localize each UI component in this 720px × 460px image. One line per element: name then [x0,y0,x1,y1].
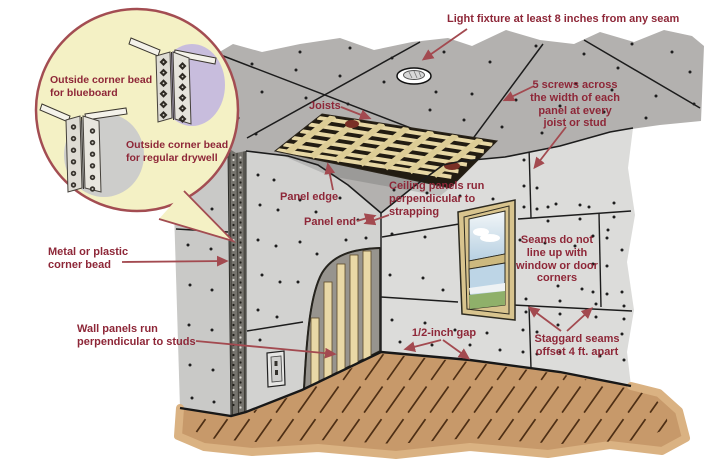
label-inset-regular-drywall: Outside corner bead for regular drywell [126,139,229,164]
label-joists: Joists [309,100,341,112]
arrow-gap-left [403,339,442,352]
inset-pointer-tail [158,190,237,243]
label-seams-window: Seams do not line up with window or door… [516,234,598,285]
outlet-box [266,350,286,388]
arrow-corner-bead [121,255,229,267]
wood-floor [174,350,690,459]
walls [172,128,635,417]
arrow-joists [340,106,372,120]
arrow-staggered-right [566,307,593,332]
label-inset-blueboard: Outside corner bead for blueboard [50,74,153,99]
screw-dots [186,42,696,404]
corner-bead-strip [227,148,247,417]
arrow-staggered-left [527,306,562,332]
blueboard-bead-illustration [128,37,225,126]
label-five-screws: 5 screws across the width of each panel … [530,79,620,130]
arrow-ceiling-panels [363,214,390,226]
label-panel-end: Panel end [304,216,356,228]
light-fixture [396,67,432,85]
arrow-wall-panels [195,340,337,359]
label-staggered-seams: Staggard seams offset 4 ft. apart [534,333,620,358]
inset-circle [34,7,240,243]
ceiling [171,30,704,214]
window [457,199,516,321]
label-ceiling-panels: Ceiling panels run perpendicular to stra… [389,180,485,218]
arrow-gap-right [442,339,471,360]
arrow-panel-edge [324,162,336,191]
callout-arrows [121,28,593,360]
floor-rough-edge [174,382,690,459]
wall-seams [175,146,633,369]
drywall-bead-illustration [39,103,144,197]
arrow-screws-wall [533,126,567,170]
label-half-inch-gap: 1/2-inch gap [411,327,477,339]
joist-grid [273,113,499,189]
arrow-screws-ceiling [502,85,535,102]
wall-floor-boundary [179,350,632,418]
label-light-fixture: Light fixture at least 8 inches from any… [447,13,680,25]
label-panel-edge: Panel edge [280,191,339,203]
arrow-light-fixture [421,28,468,61]
label-wall-panels: Wall panels run perpendicular to studs [77,323,196,348]
label-metal-corner-bead: Metal or plastic corner bead [48,246,129,271]
